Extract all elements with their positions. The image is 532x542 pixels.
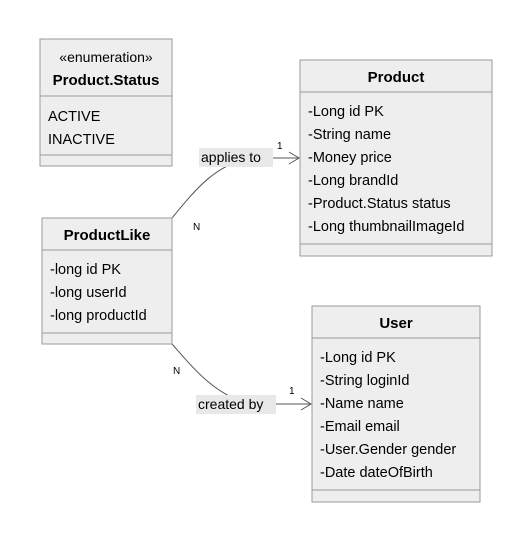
- class-title: Product.Status: [53, 72, 160, 89]
- multiplicity-created-by-target: 1: [289, 386, 295, 397]
- class-box-frame: [39, 38, 173, 167]
- multiplicity-applies-to-target: 1: [277, 141, 283, 152]
- class-box-frame: [311, 305, 481, 503]
- class-attribute: -Email email: [320, 419, 400, 435]
- class-attribute: -Long id PK: [320, 350, 396, 366]
- edge-label-created-by: created by: [198, 396, 263, 412]
- enum-value: INACTIVE: [48, 132, 115, 148]
- multiplicity-created-by-source: N: [173, 366, 180, 377]
- class-attribute: -Money price: [308, 150, 392, 166]
- class-attribute: -Long thumbnailImageId: [308, 219, 464, 235]
- class-box-product-status[interactable]: «enumeration» Product.Status ACTIVE INAC…: [39, 38, 173, 167]
- class-attribute: -Product.Status status: [308, 196, 451, 212]
- class-box-frame: [41, 217, 173, 345]
- edge-label-bg-applies-to: [199, 148, 273, 167]
- class-attribute: -long userId: [50, 285, 127, 301]
- edge-label-applies-to: applies to: [201, 149, 261, 165]
- class-attribute: -Name name: [320, 396, 404, 412]
- relation-created-by: created by 1 N: [171, 343, 312, 414]
- class-box-product[interactable]: Product -Long id PK -String name -Money …: [299, 59, 493, 257]
- class-attribute: -String loginId: [320, 373, 409, 389]
- arrowhead-created-by: [300, 397, 312, 411]
- class-attribute: -long id PK: [50, 262, 121, 278]
- relation-applies-to: applies to 1 N: [171, 141, 300, 233]
- class-attribute: -long productId: [50, 308, 147, 324]
- class-box-product-like[interactable]: ProductLike -long id PK -long userId -lo…: [41, 217, 173, 345]
- class-attribute: -User.Gender gender: [320, 442, 456, 458]
- class-stereotype: «enumeration»: [59, 49, 153, 65]
- class-title: ProductLike: [64, 227, 151, 244]
- class-attribute: -Date dateOfBirth: [320, 465, 433, 481]
- class-attribute: -String name: [308, 127, 391, 143]
- class-title: Product: [368, 69, 425, 86]
- edge-label-bg-created-by: [196, 395, 276, 414]
- class-attribute: -Long brandId: [308, 173, 398, 189]
- class-attribute: -Long id PK: [308, 104, 384, 120]
- arrowhead-applies-to: [288, 151, 300, 165]
- class-box-frame: [299, 59, 493, 257]
- class-box-user[interactable]: User -Long id PK -String loginId -Name n…: [311, 305, 481, 503]
- class-title: User: [379, 315, 413, 332]
- enum-value: ACTIVE: [48, 109, 101, 125]
- multiplicity-applies-to-source: N: [193, 222, 200, 233]
